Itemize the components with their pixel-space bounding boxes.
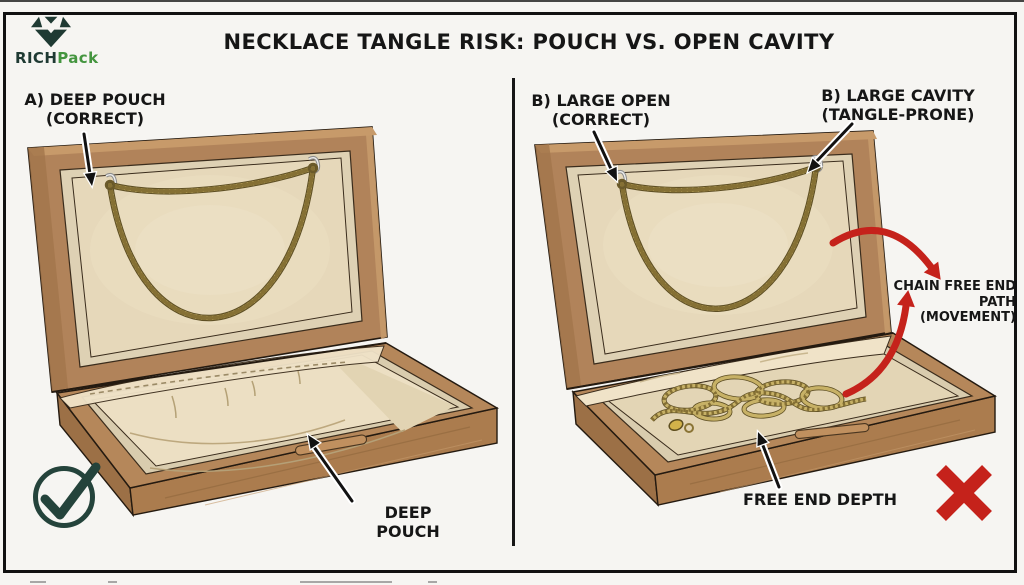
brand-pack: Pack bbox=[57, 49, 99, 67]
free-end-depth-callout: FREE END DEPTH bbox=[742, 490, 898, 509]
panel-b-cavity-heading-line1: B) LARGE CAVITY bbox=[821, 86, 975, 105]
panel-divider bbox=[512, 78, 515, 546]
clasp bbox=[668, 418, 684, 432]
panel-b-open-heading: B) LARGE OPEN (CORRECT) bbox=[526, 91, 676, 129]
check-icon bbox=[33, 462, 101, 528]
jewelry-box-b-illustration bbox=[534, 130, 997, 507]
bottom-edge-artifact bbox=[428, 581, 437, 583]
panel-a-heading-line1: A) DEEP POUCH bbox=[24, 90, 166, 109]
panel-a-heading: A) DEEP POUCH (CORRECT) bbox=[20, 90, 170, 128]
bottom-edge-artifact bbox=[300, 581, 392, 583]
chain-path-arrow-bottom bbox=[842, 290, 915, 398]
brand-rich: RICH bbox=[15, 49, 58, 67]
bottom-edge-artifact bbox=[30, 581, 46, 583]
screen-top-edge-line bbox=[0, 0, 1024, 2]
deep-pouch-fabric bbox=[89, 361, 406, 473]
necklace-chain-a bbox=[104, 162, 319, 322]
panel-b-open-heading-line1: B) LARGE OPEN bbox=[531, 91, 671, 110]
chain-path-callout-line1: CHAIN FREE END PATH bbox=[893, 279, 1016, 310]
chain-path-callout: CHAIN FREE END PATH (MOVEMENT) bbox=[864, 279, 1016, 326]
panel-b-cavity-heading: B) LARGE CAVITY (TANGLE-PRONE) bbox=[812, 86, 984, 124]
border-frame bbox=[3, 12, 1017, 573]
bottom-edge-artifact bbox=[108, 581, 117, 583]
deep-pouch-callout: DEEP POUCH bbox=[376, 503, 440, 541]
panel-b-open-heading-line2: (CORRECT) bbox=[551, 110, 651, 129]
chain-path-callout-line2: (MOVEMENT) bbox=[919, 310, 1016, 325]
brand-logo-gem-icon bbox=[31, 16, 71, 48]
rim-slot-b bbox=[794, 423, 870, 439]
callout-arrows bbox=[80, 120, 856, 505]
brand-wordmark: RICHPack bbox=[15, 49, 98, 67]
tangled-chain-pile bbox=[650, 374, 867, 433]
x-icon bbox=[936, 465, 992, 521]
panel-b-cavity-heading-line2: (TANGLE-PRONE) bbox=[821, 105, 975, 124]
jewelry-box-a-illustration bbox=[27, 126, 500, 518]
panel-a-heading-line2: (CORRECT) bbox=[45, 109, 145, 128]
chain-path-arrow-top bbox=[829, 227, 941, 280]
page-title: NECKLACE TANGLE RISK: POUCH VS. OPEN CAV… bbox=[223, 30, 835, 54]
necklace-chain-b bbox=[616, 161, 822, 312]
